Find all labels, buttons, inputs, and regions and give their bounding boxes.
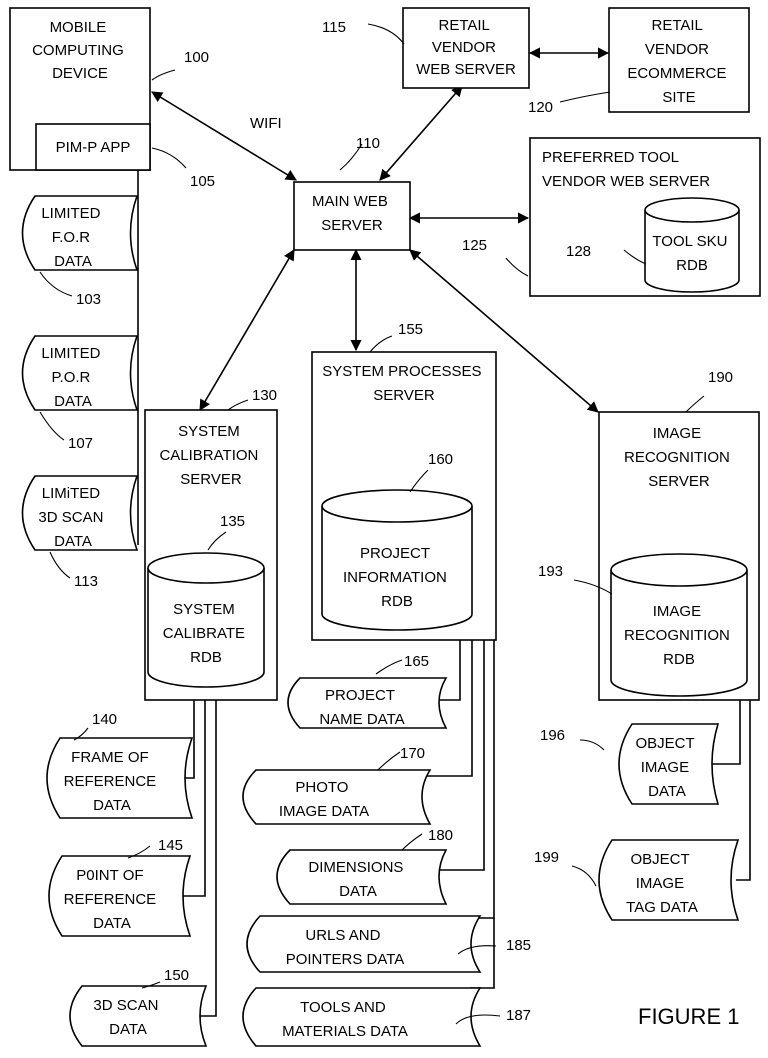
project-name-data-store: PROJECT NAME DATA xyxy=(287,677,448,729)
ref-180: 180 xyxy=(428,827,453,844)
frame-of-reference-data-store: FRAME OF REFERENCE DATA xyxy=(46,737,194,819)
retail-ecom-label: RETAIL VENDOR ECOMMERCE SITE xyxy=(627,17,730,106)
ref-100: 100 xyxy=(184,49,209,66)
ref-165: 165 xyxy=(404,653,429,670)
project-name-label: PROJECT NAME DATA xyxy=(319,687,404,728)
ref-185: 185 xyxy=(506,937,531,954)
mobile-device: MOBILE COMPUTING DEVICE PIM-P APP xyxy=(9,7,151,171)
ref-190: 190 xyxy=(708,369,733,386)
ref-103: 103 xyxy=(76,291,101,308)
dimensions-data-store: DIMENSIONS DATA xyxy=(276,849,448,905)
ref-128: 128 xyxy=(566,243,591,260)
ref-125: 125 xyxy=(462,237,487,254)
dimensions-label: DIMENSIONS DATA xyxy=(308,859,407,900)
leader-lines xyxy=(39,23,705,1025)
system-processes-server: SYSTEM PROCESSES SERVER PROJECT INFORMAT… xyxy=(311,351,497,641)
ref-150: 150 xyxy=(164,967,189,984)
connectors xyxy=(137,47,751,1017)
ref-110: 110 xyxy=(356,135,380,152)
ref-115: 115 xyxy=(322,19,346,36)
ref-135: 135 xyxy=(220,513,245,530)
ref-140: 140 xyxy=(92,711,117,728)
frame-ref-label: FRAME OF REFERENCE DATA xyxy=(64,749,161,814)
ref-196: 196 xyxy=(540,727,565,744)
proc-dimensions-line xyxy=(436,640,485,871)
main-imagerecog-link xyxy=(409,249,599,413)
pim-app-box xyxy=(35,123,151,171)
mobile-main-link xyxy=(151,91,297,181)
main-web-server: MAIN WEB SERVER xyxy=(293,181,411,251)
preferred-label: PREFERRED TOOL VENDOR WEB SERVER xyxy=(542,149,710,190)
calib-3dscan-line xyxy=(196,700,217,1017)
system-calibration-server: SYSTEM CALIBRATION SERVER SYSTEM CALIBRA… xyxy=(144,409,278,701)
image-recognition-server: IMAGE RECOGNITION SERVER IMAGE RECOGNITI… xyxy=(598,411,760,701)
object-image-label: OBJECT IMAGE DATA xyxy=(635,735,698,800)
processes-label: SYSTEM PROCESSES SERVER xyxy=(322,363,485,404)
ref-107: 107 xyxy=(68,435,93,452)
project-information-database: PROJECT INFORMATION RDB xyxy=(321,489,473,631)
ref-170: 170 xyxy=(400,745,425,762)
urls-pointers-data-store: URLS AND POINTERS DATA xyxy=(246,915,482,973)
scan-3d-label: 3D SCAN DATA xyxy=(93,997,162,1038)
ref-130: 130 xyxy=(252,387,277,404)
image-recog-label: IMAGE RECOGNITION SERVER xyxy=(624,425,734,490)
preferred-tool-vendor-web-server: PREFERRED TOOL VENDOR WEB SERVER TOOL SK… xyxy=(529,137,761,297)
retail-vendor-web-server: RETAIL VENDOR WEB SERVER xyxy=(402,7,530,89)
calib-frame-line xyxy=(182,700,195,779)
retail-web-label: RETAIL VENDOR WEB SERVER xyxy=(416,17,516,78)
3d-scan-data-store: 3D SCAN DATA xyxy=(69,985,208,1047)
limited-por-data-store: LIMITED P.O.R DATA xyxy=(21,335,139,411)
limited-por-label: LIMITED P.O.R DATA xyxy=(41,345,104,410)
ref-120: 120 xyxy=(528,99,553,116)
limited-3d-label: LIMiTED 3D SCAN DATA xyxy=(38,485,107,550)
wifi-label: WIFI xyxy=(250,115,282,132)
proc-projectname-line xyxy=(436,640,461,701)
main-web-label: MAIN WEB SERVER xyxy=(312,193,392,234)
tool-sku-label: TOOL SKU RDB xyxy=(652,233,731,274)
ref-187: 187 xyxy=(506,1007,531,1024)
point-of-reference-data-store: P0INT OF REFERENCE DATA xyxy=(48,855,192,937)
calib-point-line xyxy=(180,700,206,897)
retail-vendor-ecommerce-site: RETAIL VENDOR ECOMMERCE SITE xyxy=(608,7,750,113)
proc-urls-line xyxy=(470,640,495,919)
object-image-data-store: OBJECT IMAGE DATA xyxy=(618,723,720,805)
project-info-label: PROJECT INFORMATION RDB xyxy=(343,545,451,610)
img-objtag-line xyxy=(736,700,751,881)
ref-193: 193 xyxy=(538,563,563,580)
limited-for-data-store: LIMITED F.O.R DATA xyxy=(21,195,139,271)
calibration-label: SYSTEM CALIBRATION SERVER xyxy=(159,423,262,488)
reference-numerals: 100 105 103 107 113 115 120 110 125 128 … xyxy=(68,19,733,1024)
urls-label: URLS AND POINTERS DATA xyxy=(286,927,405,968)
limited-3dscan-data-store: LIMiTED 3D SCAN DATA xyxy=(21,475,139,551)
main-calibration-link xyxy=(199,249,295,411)
figure-caption: FIGURE 1 xyxy=(638,1004,739,1029)
proc-photo-line xyxy=(420,640,473,777)
limited-for-label: LIMITED F.O.R DATA xyxy=(41,205,104,270)
object-tag-label: OBJECT IMAGE TAG DATA xyxy=(626,851,698,916)
photo-image-label: PHOTO IMAGE DATA xyxy=(279,779,369,820)
tool-sku-database: TOOL SKU RDB xyxy=(644,197,740,293)
ref-105: 105 xyxy=(190,173,215,190)
ref-160: 160 xyxy=(428,451,453,468)
ref-145: 145 xyxy=(158,837,183,854)
ref-199: 199 xyxy=(534,849,559,866)
main-retail-link xyxy=(379,85,463,181)
tools-materials-data-store: TOOLS AND MATERIALS DATA xyxy=(242,987,482,1047)
ref-113: 113 xyxy=(74,573,98,590)
ref-155: 155 xyxy=(398,321,423,338)
mobile-device-label: MOBILE COMPUTING DEVICE xyxy=(32,19,128,82)
image-recognition-database: IMAGE RECOGNITION RDB xyxy=(610,553,748,697)
system-calibrate-database: SYSTEM CALIBRATE RDB xyxy=(147,552,265,688)
pim-app-label: PIM-P APP xyxy=(56,139,131,156)
img-objimage-line xyxy=(708,700,741,765)
object-image-tag-data-store: OBJECT IMAGE TAG DATA xyxy=(598,839,740,921)
tools-label: TOOLS AND MATERIALS DATA xyxy=(282,999,408,1040)
image-recog-rdb-label: IMAGE RECOGNITION RDB xyxy=(624,603,734,668)
sys-calibrate-label: SYSTEM CALIBRATE RDB xyxy=(163,601,249,666)
photo-image-data-store: PHOTO IMAGE DATA xyxy=(242,769,432,825)
point-ref-label: P0INT OF REFERENCE DATA xyxy=(64,867,161,932)
